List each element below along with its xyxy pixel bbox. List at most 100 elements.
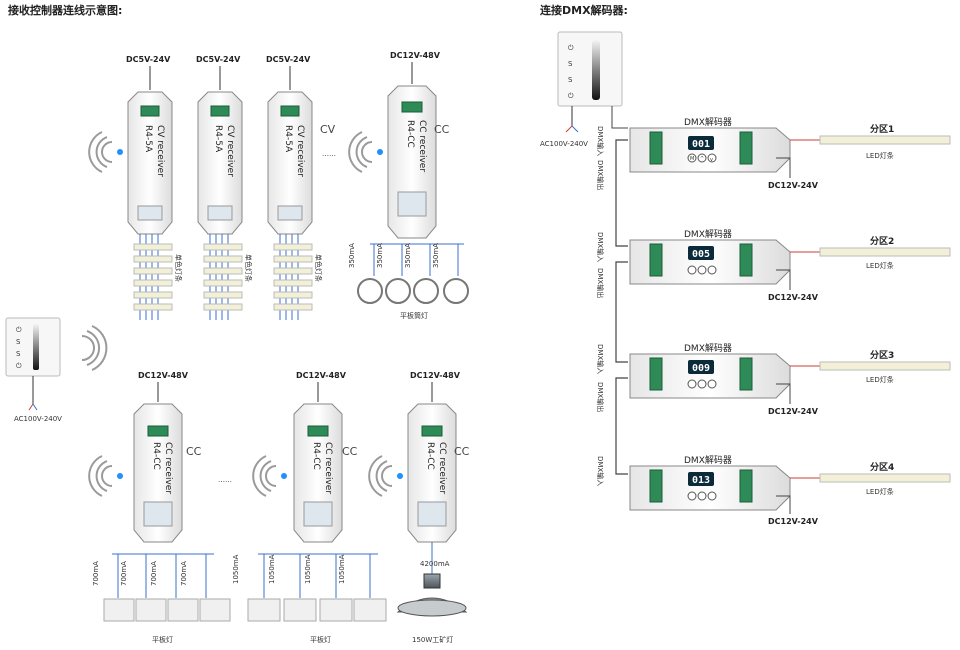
right-title: 连接DMX解码器: bbox=[540, 3, 628, 17]
cv-receiver-2[interactable]: DC5V-24V CV receiver R4-5A 单色灯条 bbox=[196, 55, 253, 320]
dmx-chain-wire bbox=[615, 139, 628, 475]
cc-receiver-bottom-2[interactable]: DC12V-48V CC receiver R4-CC bbox=[293, 371, 347, 543]
down-button[interactable] bbox=[707, 379, 717, 389]
current-label: 1050mA bbox=[268, 554, 276, 584]
dmx-in-label: DMX输入 bbox=[596, 232, 605, 262]
current-label: 350mA bbox=[376, 243, 384, 268]
down-button-label: v bbox=[710, 157, 713, 163]
voltage-label: DC5V-24V bbox=[126, 55, 171, 64]
mode-button[interactable] bbox=[687, 491, 697, 501]
down-button[interactable] bbox=[707, 153, 717, 163]
down-button[interactable] bbox=[707, 491, 717, 501]
mode-button[interactable] bbox=[687, 153, 697, 163]
load-label: LED灯条 bbox=[866, 261, 894, 270]
receiver-name: CC receiver bbox=[323, 442, 333, 494]
decoder-title: DMX解码器 bbox=[684, 116, 732, 128]
up-button[interactable] bbox=[697, 265, 707, 275]
receiver-model: R4-5A bbox=[283, 125, 293, 153]
voltage-label: DC12V-48V bbox=[296, 371, 347, 380]
address-display bbox=[688, 360, 714, 374]
left-panel-power: AC100V-240V bbox=[14, 415, 62, 423]
power-icon: ⏻ bbox=[16, 326, 22, 334]
load-label: 平板筒灯 bbox=[400, 311, 428, 320]
signal-dot bbox=[397, 473, 403, 479]
up-button[interactable] bbox=[697, 153, 707, 163]
receiver-model: R4-CC bbox=[151, 442, 161, 470]
wifi-icon bbox=[81, 325, 108, 371]
decoder-title: DMX解码器 bbox=[684, 228, 732, 240]
left-title: 接收控制器连线示意图: bbox=[8, 3, 122, 17]
high-bay-lamp-icon bbox=[396, 573, 468, 617]
dmx-decoder-3[interactable]: DMX解码器 009 bbox=[629, 342, 791, 399]
dmx-in-label: DMX输入 bbox=[596, 344, 605, 374]
voltage-label: DC12V-48V bbox=[138, 371, 189, 380]
s-icon: S bbox=[568, 76, 573, 84]
down-button[interactable] bbox=[707, 265, 717, 275]
current-label: 1050mA bbox=[338, 554, 346, 584]
right-panel-power: AC100V-240V bbox=[540, 140, 588, 148]
left-wall-panel[interactable]: ⏻ S S ⏻ bbox=[5, 317, 61, 377]
dmx-decoder-2[interactable]: DMX解码器 005 bbox=[629, 228, 791, 285]
dmx-decoder-4[interactable]: DMX解码器 013 bbox=[629, 454, 791, 511]
dmx-in-label: DMX输入 bbox=[596, 456, 605, 486]
zone-label: 分区1 bbox=[870, 123, 894, 135]
current-label: 350mA bbox=[404, 243, 412, 268]
strip-label: 单色灯条 bbox=[174, 254, 183, 282]
decoder-title: DMX解码器 bbox=[684, 342, 732, 354]
cc-mode-label: CC bbox=[454, 445, 470, 458]
bottom-ellipsis: …… bbox=[218, 476, 232, 484]
dmx-in-label: DMX输入 bbox=[596, 126, 605, 156]
current-label: 700mA bbox=[92, 561, 100, 586]
signal-dot bbox=[117, 473, 123, 479]
led-strip bbox=[819, 135, 951, 145]
current-label: 4200mA bbox=[420, 560, 450, 568]
s-icon: S bbox=[16, 350, 21, 358]
cc-receiver-top[interactable]: DC12V-48V CC receiver R4-CC bbox=[387, 51, 441, 239]
receiver-name: CV receiver bbox=[225, 125, 235, 177]
cv-receiver-1[interactable]: DC5V-24V CV receiver R4-5A 单色灯条 bbox=[126, 55, 183, 320]
current-label: 1050mA bbox=[232, 554, 240, 584]
cv-mode-label: CV bbox=[320, 123, 336, 136]
up-button[interactable] bbox=[697, 491, 707, 501]
receiver-name: CC receiver bbox=[163, 442, 173, 494]
dmx-decoder-1[interactable]: DMX解码器 001 M ^ v bbox=[629, 116, 791, 173]
wifi-icon bbox=[348, 131, 373, 173]
panel-light-icon bbox=[103, 598, 231, 622]
current-label: 700mA bbox=[180, 561, 188, 586]
receiver-name: CC receiver bbox=[417, 120, 427, 172]
led-strip bbox=[819, 361, 951, 371]
s-icon: S bbox=[568, 60, 573, 68]
decoder-power: DC12V-24V bbox=[768, 293, 819, 302]
receiver-model: R4-CC bbox=[311, 442, 321, 470]
up-button[interactable] bbox=[697, 379, 707, 389]
cv-ellipsis: …… bbox=[322, 150, 336, 158]
cc-receiver-bottom-1[interactable]: DC12V-48V CC receiver R4-CC bbox=[133, 371, 189, 543]
zone-label: 分区4 bbox=[870, 461, 894, 473]
wifi-icon bbox=[88, 455, 113, 497]
signal-dot bbox=[117, 149, 123, 155]
cv-receiver-3[interactable]: DC5V-24V CV receiver R4-5A 单色灯条 bbox=[266, 55, 323, 320]
decoder-power: DC12V-24V bbox=[768, 407, 819, 416]
panel-light-icon bbox=[247, 598, 387, 622]
address-value: 001 bbox=[692, 139, 710, 150]
load-label: LED灯条 bbox=[866, 151, 894, 160]
current-label: 350mA bbox=[432, 243, 440, 268]
signal-dot bbox=[281, 473, 287, 479]
current-label: 1050mA bbox=[304, 554, 312, 584]
wifi-icon bbox=[368, 455, 393, 497]
wifi-icon bbox=[252, 455, 277, 497]
zone-label: 分区3 bbox=[870, 349, 894, 361]
voltage-label: DC5V-24V bbox=[196, 55, 241, 64]
mode-button-label: M bbox=[690, 156, 694, 162]
mode-button[interactable] bbox=[687, 265, 697, 275]
led-strip bbox=[819, 247, 951, 257]
dmx-out-label: DMX输出 bbox=[596, 268, 605, 298]
right-wall-panel[interactable]: ⏻ S S ⏻ bbox=[557, 31, 623, 107]
mode-button[interactable] bbox=[687, 379, 697, 389]
power-icon: ⏻ bbox=[568, 92, 574, 100]
voltage-label: DC12V-48V bbox=[390, 51, 441, 60]
cc-receiver-bottom-3[interactable]: DC12V-48V CC receiver R4-CC bbox=[407, 371, 461, 543]
receiver-model: R4-CC bbox=[425, 442, 435, 470]
address-value: 005 bbox=[692, 249, 710, 260]
